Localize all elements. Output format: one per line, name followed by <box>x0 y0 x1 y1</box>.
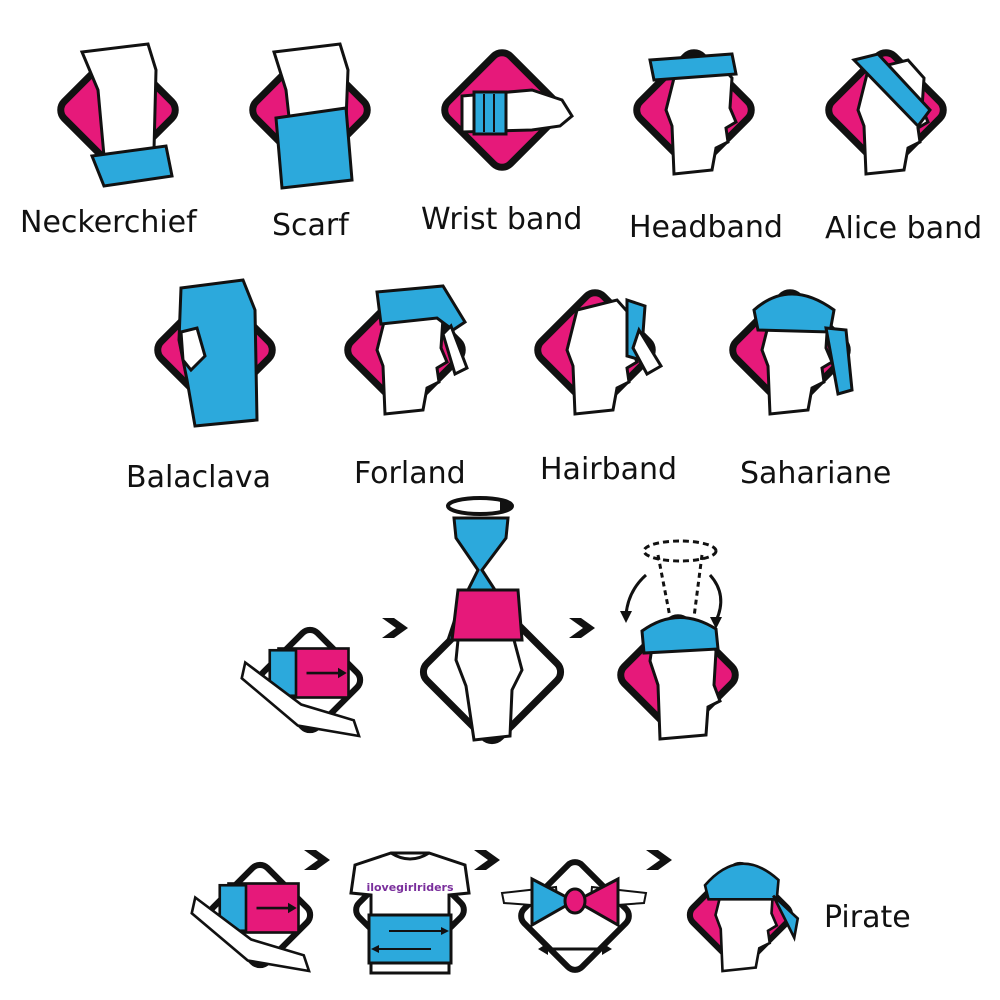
shirt-logo-text: ilovegirlriders <box>366 881 454 894</box>
style-label-neckerchief: Neckerchief <box>20 205 197 240</box>
style-label-alice-band: Alice band <box>825 211 983 246</box>
style-label-headband: Headband <box>629 210 783 245</box>
style-label-forland: Forland <box>354 456 466 491</box>
wrist-band-icon <box>422 30 582 190</box>
sahariane-icon <box>710 270 870 430</box>
forland-icon <box>325 270 485 430</box>
shirt-step-icon: ilovegirlriders <box>345 845 475 985</box>
style-label-pirate: Pirate <box>824 900 911 935</box>
fold-step-icon <box>190 845 330 985</box>
twist-step-icon <box>418 490 568 750</box>
knot-step-icon <box>500 845 650 985</box>
alice-band-icon <box>806 30 966 190</box>
next-arrow-icon <box>567 616 597 640</box>
neckerchief-icon <box>38 30 198 190</box>
pirate-icon <box>670 845 810 985</box>
style-label-balaclava: Balaclava <box>126 460 272 495</box>
next-arrow-icon <box>472 848 502 872</box>
hairband-icon <box>515 270 675 430</box>
style-label-hairband: Hairband <box>540 452 678 487</box>
headband-icon <box>614 30 774 190</box>
scarf-icon <box>230 30 390 190</box>
fold-step-icon <box>240 610 380 750</box>
next-arrow-icon <box>380 616 410 640</box>
cap-step-icon <box>598 535 758 755</box>
balaclava-icon <box>135 270 295 430</box>
next-arrow-icon <box>302 848 332 872</box>
style-label-wrist-band: Wrist band <box>421 202 583 237</box>
style-label-sahariane: Sahariane <box>740 456 892 491</box>
style-label-scarf: Scarf <box>272 208 349 243</box>
